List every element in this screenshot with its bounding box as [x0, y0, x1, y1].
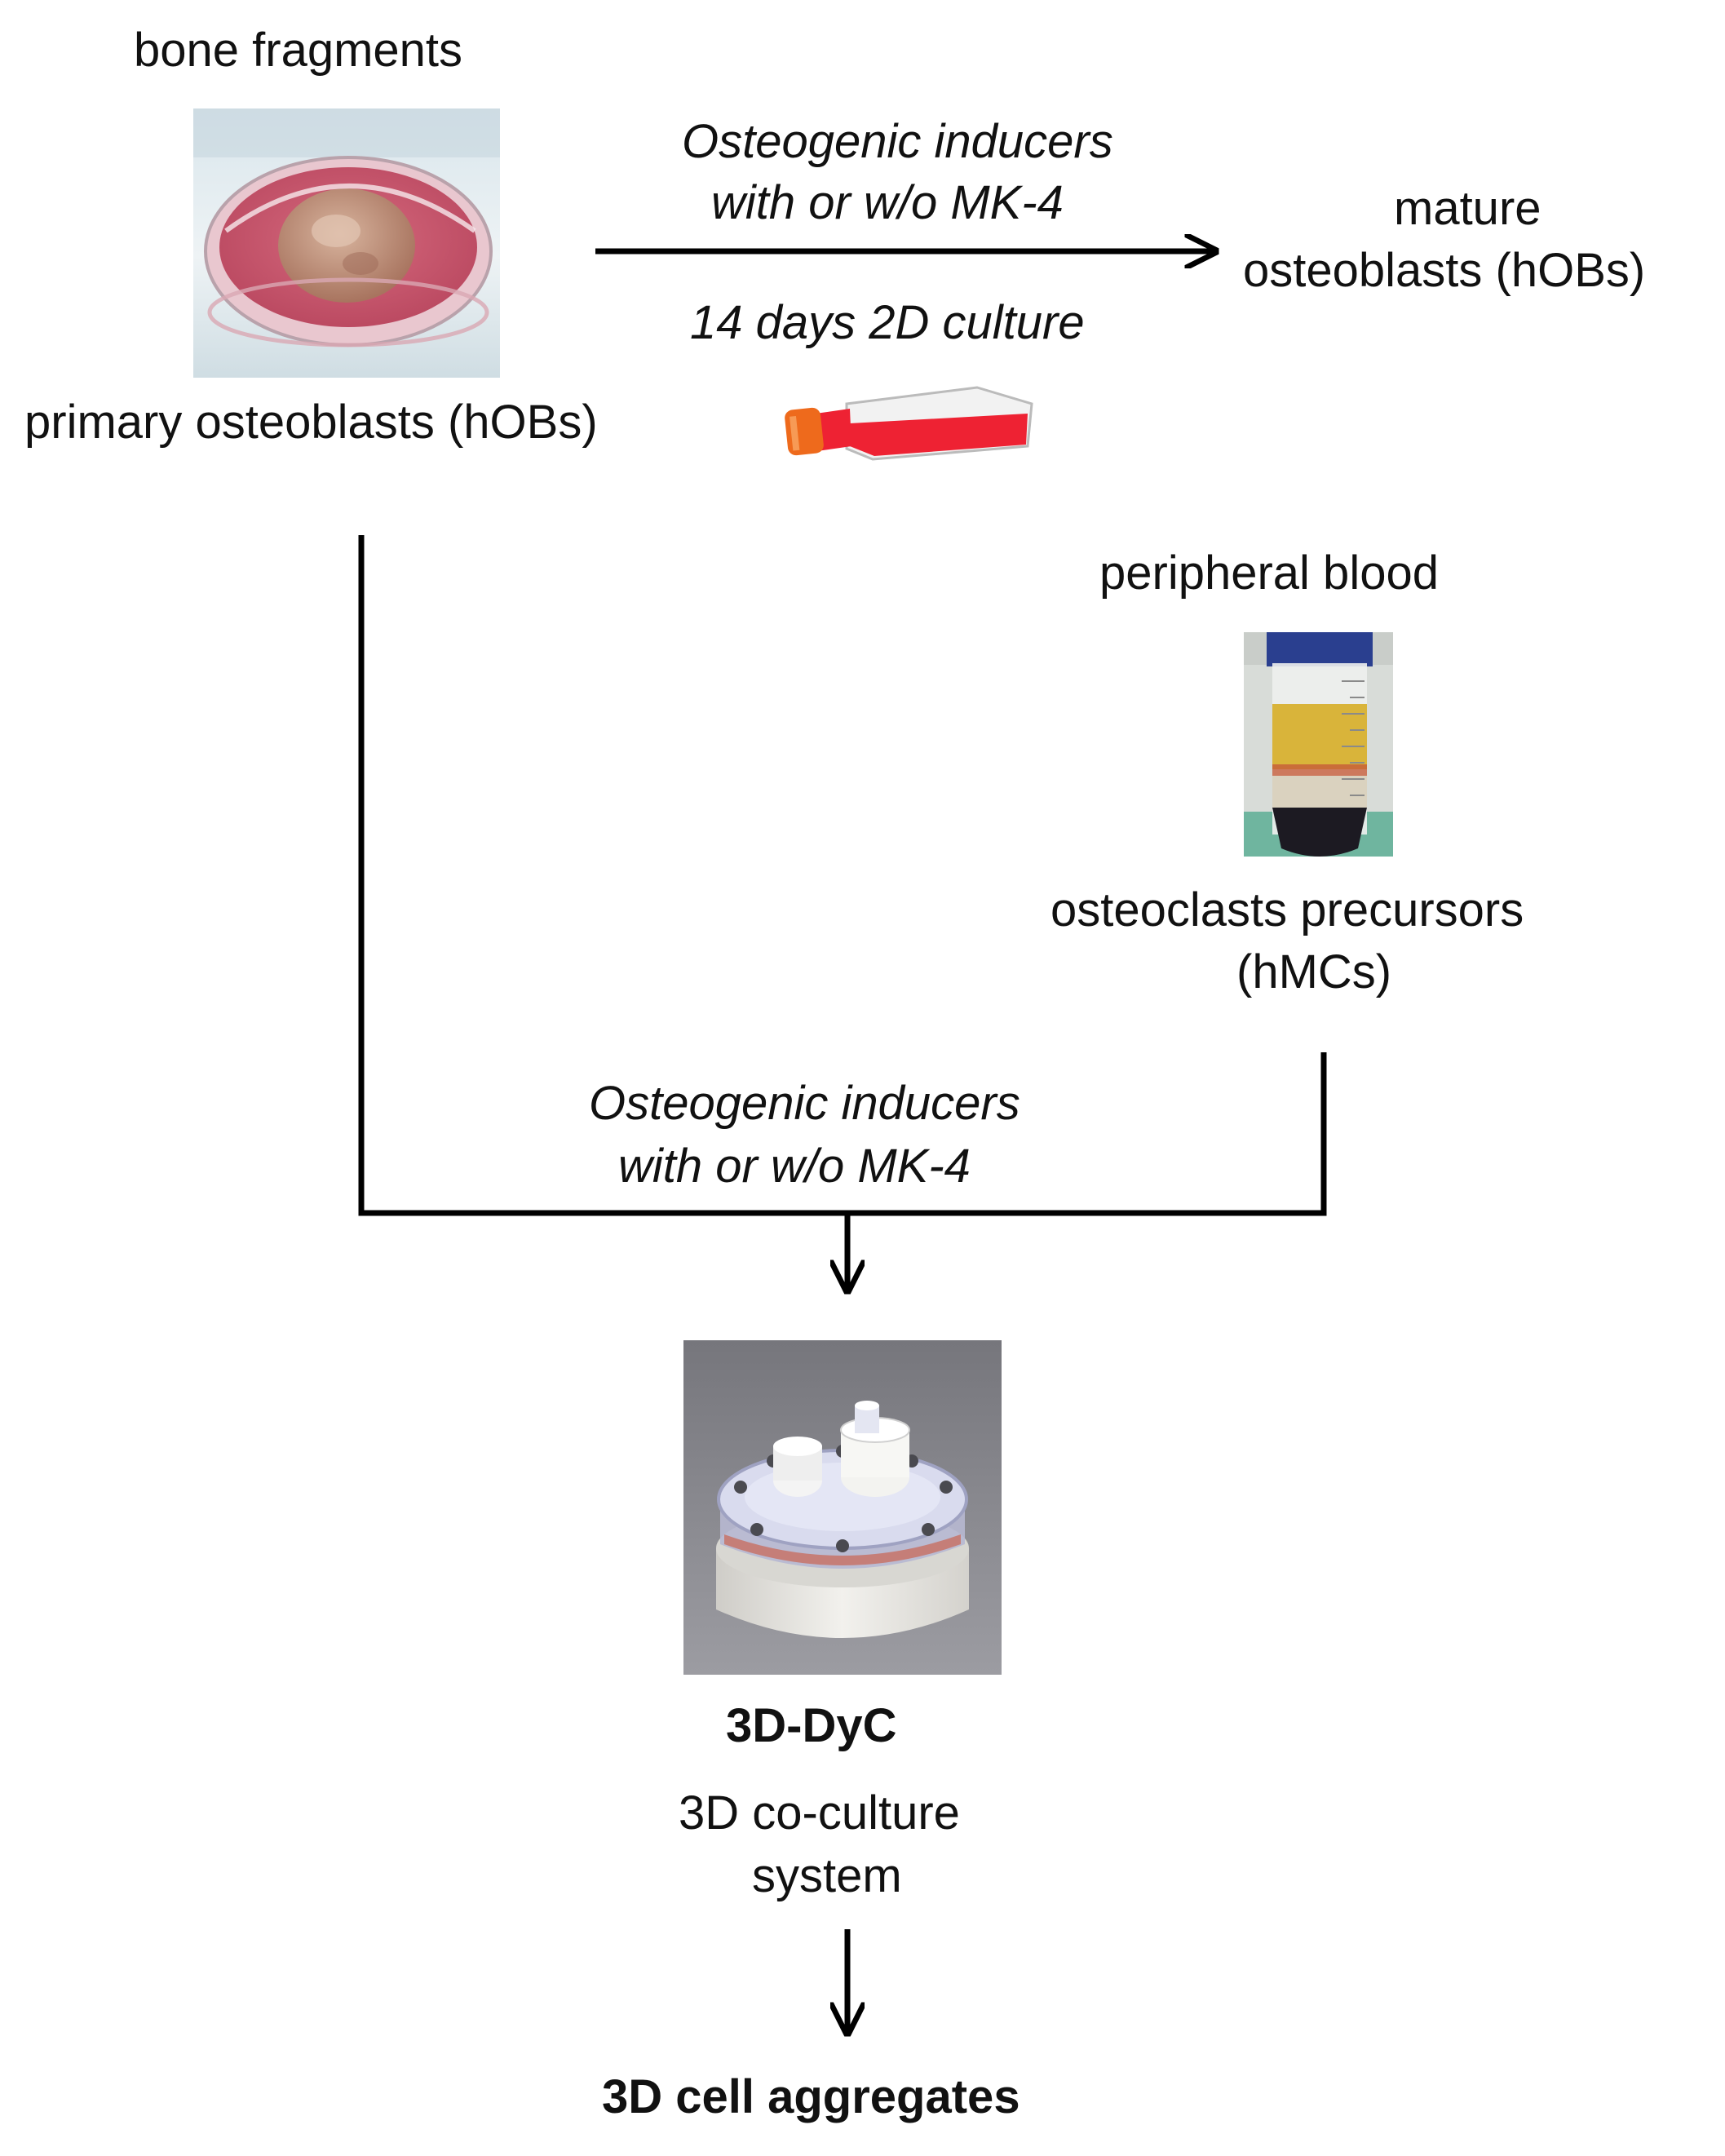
- arrow-text-line3: 14 days 2D culture: [690, 296, 1085, 349]
- blood-tube-photo: [1244, 632, 1393, 857]
- inducers-text-line2: with or w/o MK-4: [618, 1140, 971, 1193]
- arrow-text-line1: Osteogenic inducers: [682, 115, 1113, 168]
- bioreactor-device-photo: [683, 1340, 1002, 1675]
- coculture-system-line2: system: [752, 1849, 902, 1902]
- primary-osteoblasts-label: primary osteoblasts (hOBs): [24, 396, 598, 449]
- hmcs-connector-line: [847, 1052, 1327, 1216]
- mature-label-line1: mature: [1394, 182, 1541, 235]
- culture-flask-icon: [783, 371, 1044, 469]
- inducers-text-line1: Osteogenic inducers: [589, 1077, 1020, 1130]
- osteoclasts-precursors-line1: osteoclasts precursors: [1050, 883, 1524, 936]
- bone-fragments-label: bone fragments: [134, 24, 463, 77]
- peripheral-blood-label: peripheral blood: [1099, 547, 1439, 600]
- coculture-system-line1: 3D co-culture: [679, 1786, 960, 1839]
- osteoclasts-precursors-line2: (hMCs): [1236, 945, 1392, 998]
- hobs-connector-line: [358, 535, 847, 1216]
- result-label: 3D cell aggregates: [602, 2070, 1020, 2123]
- petri-dish-photo: [193, 108, 500, 378]
- arrow-text-line2: with or w/o MK-4: [711, 176, 1064, 229]
- mature-label-line2: osteoblasts (hOBs): [1243, 244, 1646, 297]
- device-name-label: 3D-DyC: [726, 1699, 897, 1752]
